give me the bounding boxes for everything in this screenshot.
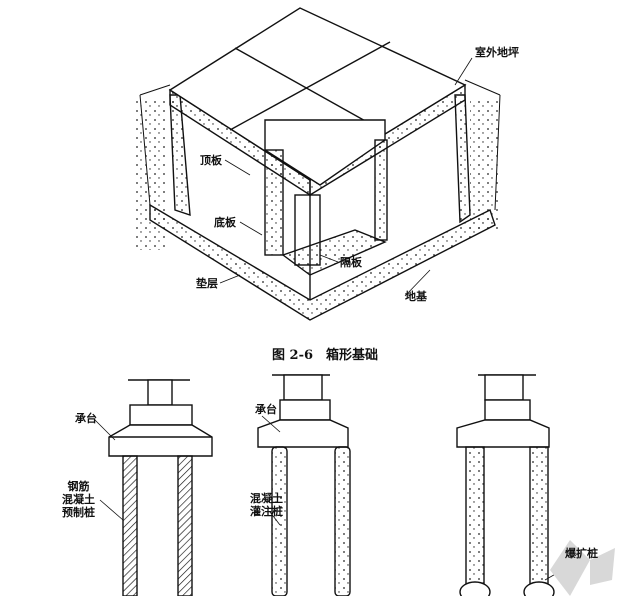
- box-foundation: [135, 7, 501, 321]
- label-line: 预制桩: [62, 506, 95, 519]
- label-cushion: 垫层: [196, 277, 218, 290]
- label-partition: 隔板: [340, 256, 362, 269]
- figure-caption: 图 2-6 箱形基础: [272, 348, 379, 363]
- label-pile-cap-2: 承台: [255, 403, 277, 416]
- watermark-logo: [550, 540, 615, 596]
- label-line: 混凝土: [62, 493, 95, 506]
- label-line: 灌注桩: [250, 505, 283, 518]
- label-outdoor-ground: 室外地坪: [475, 46, 519, 59]
- label-expanded-pile: 爆扩桩: [565, 547, 598, 560]
- label-pile-cap-1: 承台: [75, 412, 97, 425]
- label-line: 混凝土: [250, 492, 283, 505]
- cast-in-place-pile-group: [257, 374, 351, 596]
- explosion-expanded-pile-group: [456, 374, 581, 596]
- label-top-slab: 顶板: [200, 154, 222, 167]
- label-cast-pile: 混凝土 灌注桩: [250, 492, 283, 518]
- precast-pile-group: [94, 379, 213, 596]
- label-precast-pile: 钢筋 混凝土 预制桩: [62, 480, 95, 519]
- label-subgrade: 地基: [405, 290, 427, 303]
- label-bottom-slab: 底板: [214, 216, 236, 229]
- label-line: 钢筋: [67, 480, 90, 493]
